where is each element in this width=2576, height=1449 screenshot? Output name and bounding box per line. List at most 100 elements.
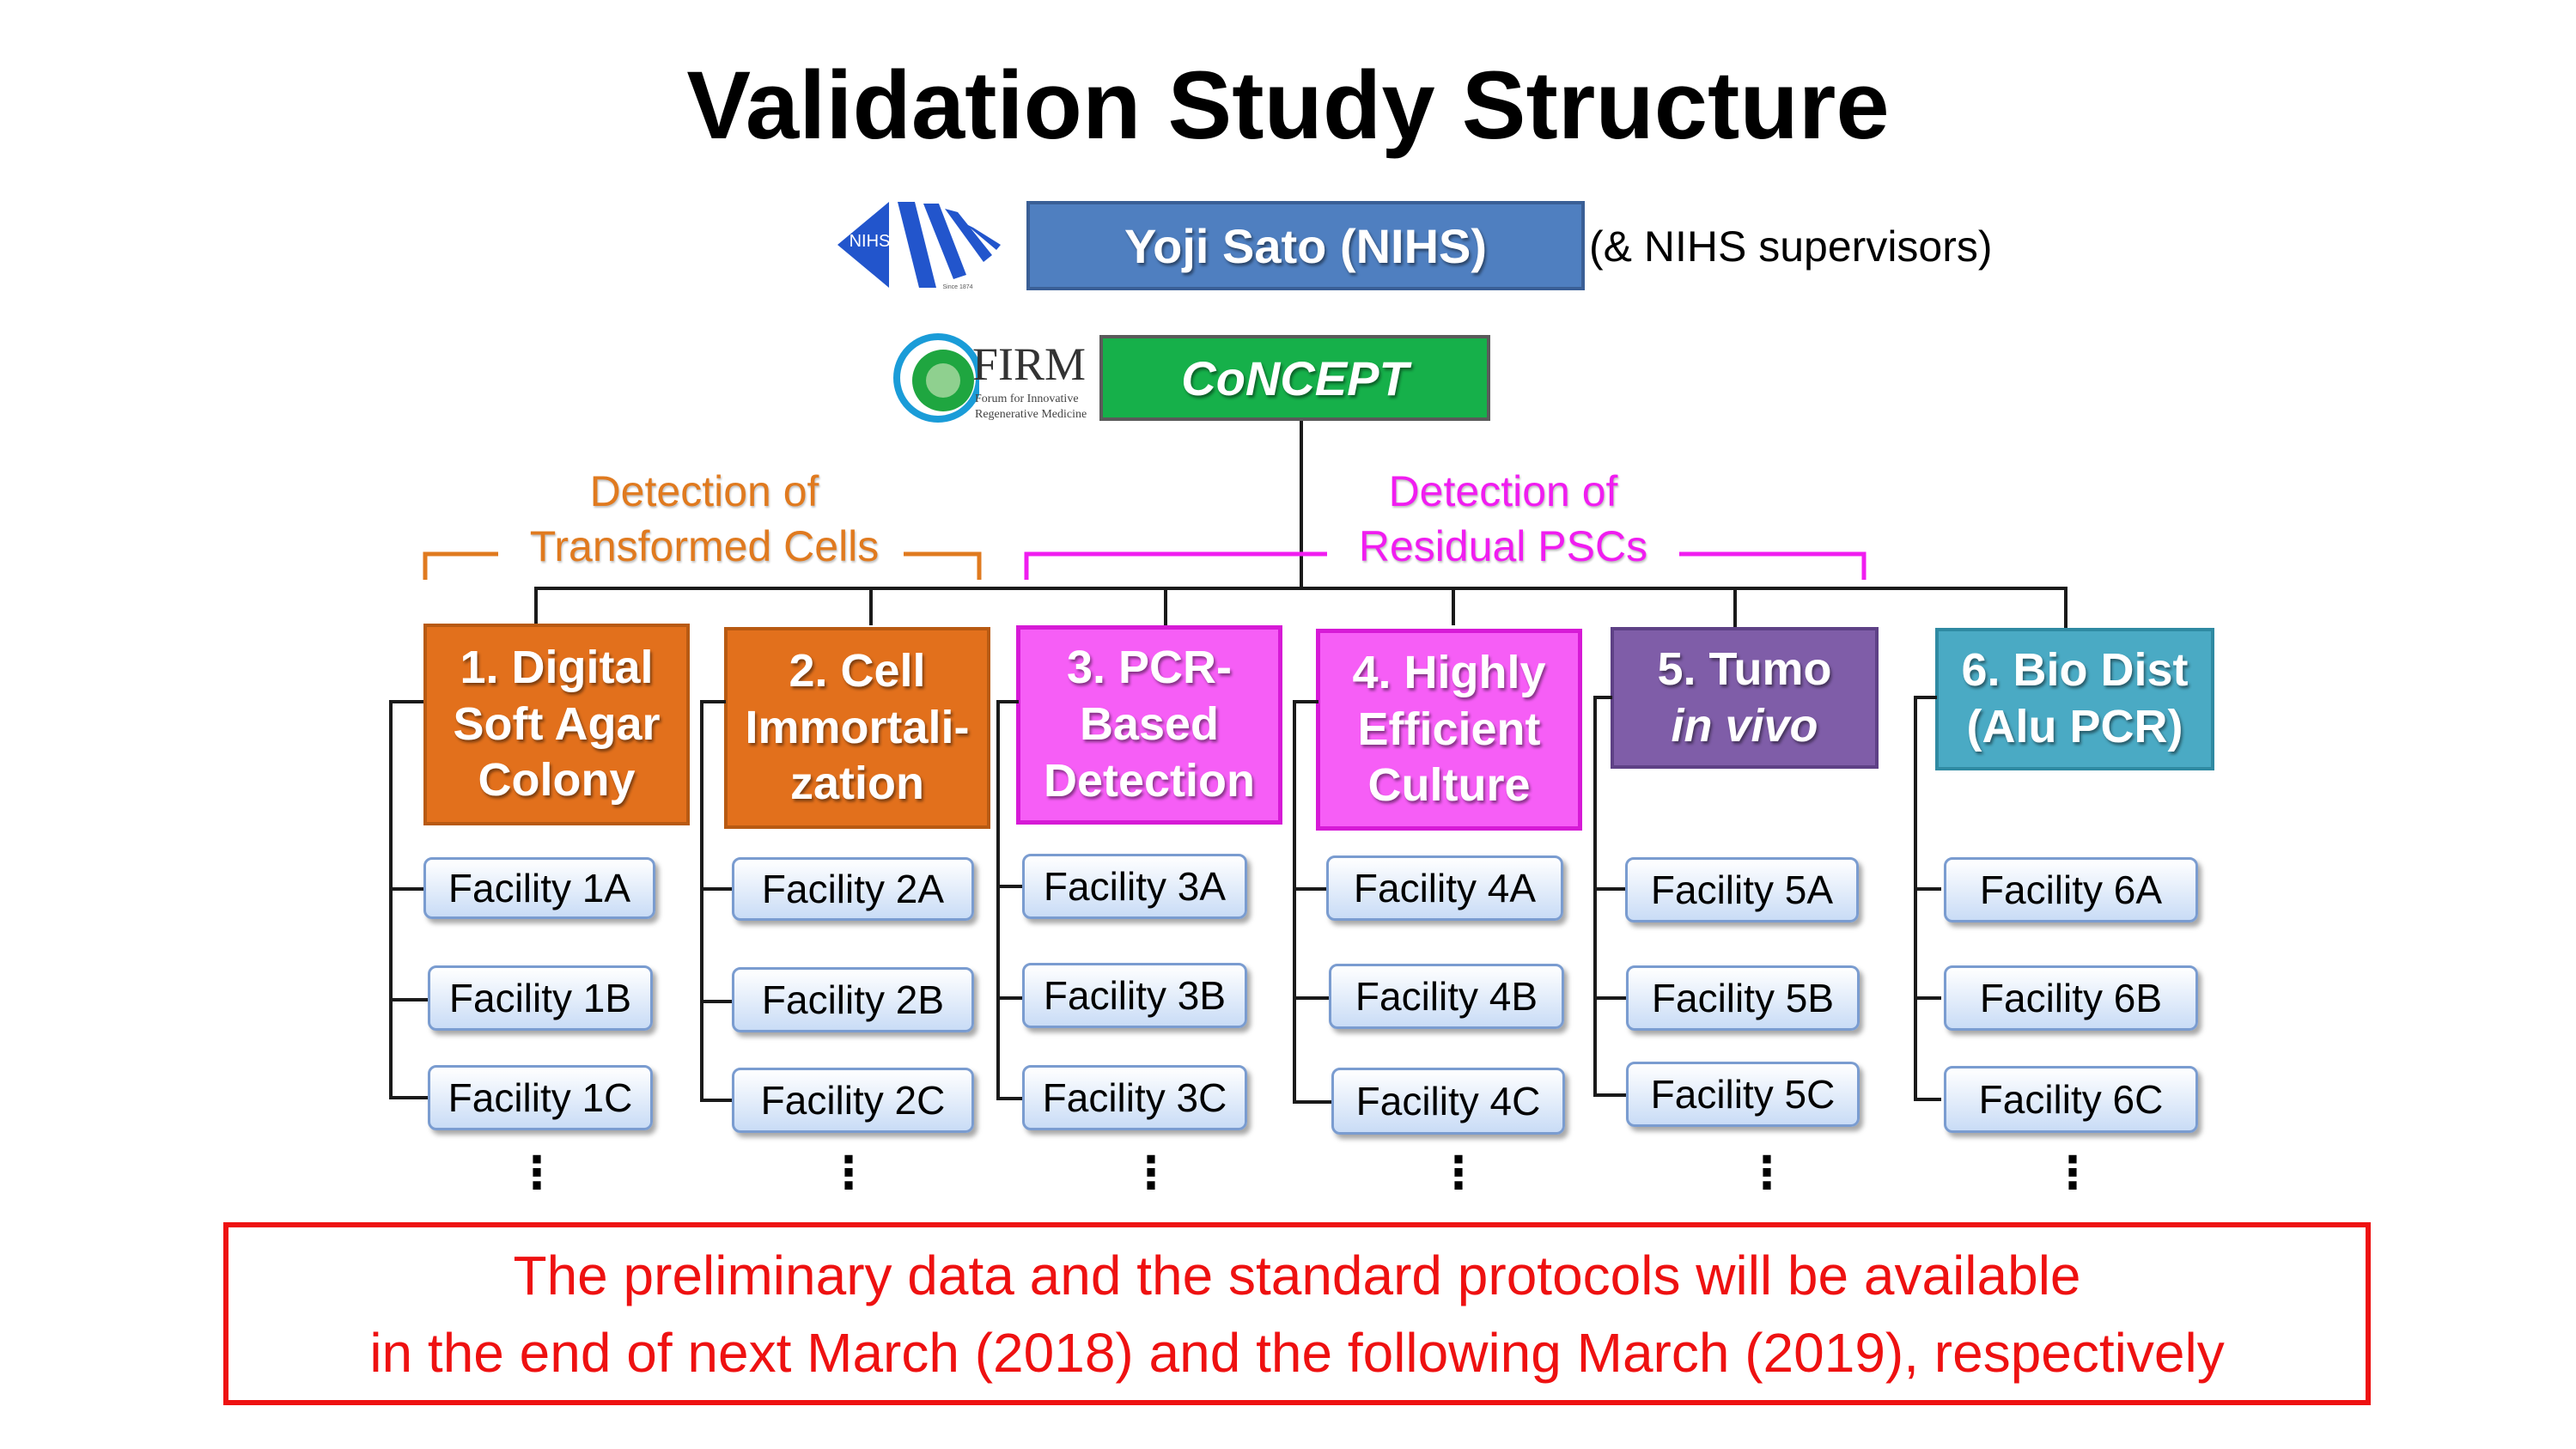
firm-logo-subtext-1: Forum for Innovative: [975, 393, 1079, 405]
footer-notice-line1: The preliminary data and the standard pr…: [513, 1244, 2081, 1306]
facility-6c: Facility 6C: [1944, 1066, 2198, 1133]
consortium-box: CoNCEPT: [1099, 335, 1490, 421]
connector-assay-4: [1452, 587, 1455, 625]
firm-logo: FIRM Forum for Innovative Regenerative M…: [893, 331, 1091, 429]
footer-notice-box: The preliminary data and the standard pr…: [223, 1222, 2371, 1405]
tree-branch-1b: [389, 998, 429, 1002]
footer-notice-line2: in the end of next March (2018) and the …: [369, 1321, 2225, 1384]
bracket-residual-right: [1679, 551, 1867, 580]
facility-5b: Facility 5B: [1626, 965, 1860, 1031]
firm-logo-icon: [893, 333, 983, 423]
tree-branch-4c: [1293, 1100, 1332, 1104]
tree-branch-5a: [1593, 887, 1626, 891]
tree-spine-6: [1914, 696, 1917, 1101]
tree-stub-1: [389, 700, 423, 703]
connector-assay-6: [2064, 587, 2067, 628]
more-facilities-3: ⋮: [1129, 1148, 1173, 1198]
tree-branch-5b: [1593, 996, 1626, 1000]
facility-1c: Facility 1C: [428, 1065, 653, 1130]
assay-1-line3: Colony: [478, 754, 636, 807]
tree-branch-2a: [700, 887, 734, 891]
consortium-name: CoNCEPT: [1181, 350, 1409, 405]
assay-2-line2: Immortali-: [745, 701, 970, 753]
group-label-residual-line2: Residual PSCs: [1358, 522, 1648, 570]
assay-5-line2: in vivo: [1671, 699, 1818, 752]
assay-4-line3: Culture: [1367, 759, 1531, 812]
group-label-transformed-line1: Detection of: [589, 467, 819, 515]
page-title: Validation Study Structure: [686, 52, 1890, 159]
more-facilities-1: ⋮: [515, 1148, 559, 1198]
facility-4b: Facility 4B: [1329, 964, 1564, 1029]
connector-assay-2: [869, 587, 873, 625]
tree-branch-3a: [996, 885, 1027, 888]
assay-5-line1: 5. Tumo: [1657, 642, 1832, 695]
assay-3-line2: Based: [1079, 698, 1220, 751]
facility-3b: Facility 3B: [1022, 963, 1247, 1028]
facility-5c: Facility 5C: [1626, 1062, 1860, 1127]
group-label-residual-line1: Detection of: [1388, 467, 1618, 515]
facility-2a: Facility 2A: [732, 857, 974, 921]
firm-logo-text: FIRM: [972, 338, 1087, 390]
assay-6-line2: (Alu PCR): [1966, 701, 2183, 752]
assay-3-line1: 3. PCR-: [1066, 642, 1233, 694]
leader-note: (& NIHS supervisors): [1589, 222, 1993, 271]
connector-bus: [534, 587, 2067, 590]
facility-3c: Facility 3C: [1022, 1065, 1247, 1130]
more-facilities-2: ⋮: [826, 1148, 871, 1198]
tree-stub-5: [1593, 696, 1612, 699]
connector-assay-1: [534, 587, 538, 625]
tree-branch-2b: [700, 1000, 734, 1003]
more-facilities-6: ⋮: [2050, 1148, 2095, 1198]
bracket-residual-left: [1024, 551, 1327, 580]
assay-4-line2: Efficient: [1357, 703, 1541, 755]
leader-box: Yoji Sato (NIHS): [1026, 201, 1585, 290]
facility-2c: Facility 2C: [732, 1068, 974, 1133]
tree-branch-1a: [389, 887, 425, 891]
facility-4c: Facility 4C: [1331, 1068, 1565, 1135]
tree-stub-4: [1293, 700, 1318, 703]
tree-spine-1: [389, 700, 393, 1099]
facility-6b: Facility 6B: [1944, 965, 2198, 1031]
tree-stub-3: [996, 700, 1019, 703]
assay-3-line3: Detection: [1043, 754, 1256, 807]
tree-stub-6: [1914, 696, 1937, 699]
more-facilities-4: ⋮: [1436, 1148, 1481, 1198]
leader-name: Yoji Sato (NIHS): [1124, 218, 1488, 273]
tree-branch-3b: [996, 996, 1027, 1000]
connector-trunk: [1300, 421, 1303, 588]
connector-assay-5: [1733, 587, 1737, 628]
facility-2b: Facility 2B: [732, 967, 974, 1032]
facility-6a: Facility 6A: [1944, 857, 2198, 922]
group-label-transformed-line2: Transformed Cells: [529, 522, 880, 570]
facility-3a: Facility 3A: [1022, 854, 1247, 919]
tree-branch-4a: [1293, 887, 1327, 891]
tree-branch-6a: [1914, 887, 1941, 891]
assay-box-6: 6. Bio Dist(Alu PCR): [1935, 628, 2214, 770]
tree-branch-6b: [1914, 996, 1941, 1000]
facility-5a: Facility 5A: [1625, 857, 1859, 922]
nihs-logo-text: NIHS: [849, 232, 891, 251]
assay-2-line3: zation: [789, 758, 924, 810]
assay-4-line1: 4. Highly: [1352, 646, 1546, 698]
group-label-transformed: Detection of Transformed Cells: [481, 464, 928, 574]
group-label-residual: Detection of Residual PSCs: [1323, 464, 1684, 574]
assay-1-line1: 1. Digital: [460, 641, 654, 693]
assay-2-line1: 2. Cell: [789, 644, 926, 697]
facility-4a: Facility 4A: [1326, 855, 1563, 921]
tree-branch-4b: [1293, 996, 1329, 1000]
tree-spine-5: [1593, 696, 1597, 1097]
nihs-logo: NIHS Since 1874: [837, 193, 1009, 296]
assay-1-line2: Soft Agar: [453, 697, 661, 750]
nihs-logo-subtext: Since 1874: [942, 284, 973, 290]
tree-branch-3c: [996, 1097, 1027, 1100]
facility-1b: Facility 1B: [428, 965, 653, 1031]
tree-spine-4: [1293, 700, 1296, 1104]
tree-branch-6c: [1914, 1098, 1941, 1101]
firm-logo-subtext-2: Regenerative Medicine: [975, 408, 1087, 421]
facility-1a: Facility 1A: [423, 857, 655, 919]
assay-6-line1: 6. Bio Dist: [1961, 644, 2189, 697]
tree-spine-3: [996, 700, 1000, 1100]
